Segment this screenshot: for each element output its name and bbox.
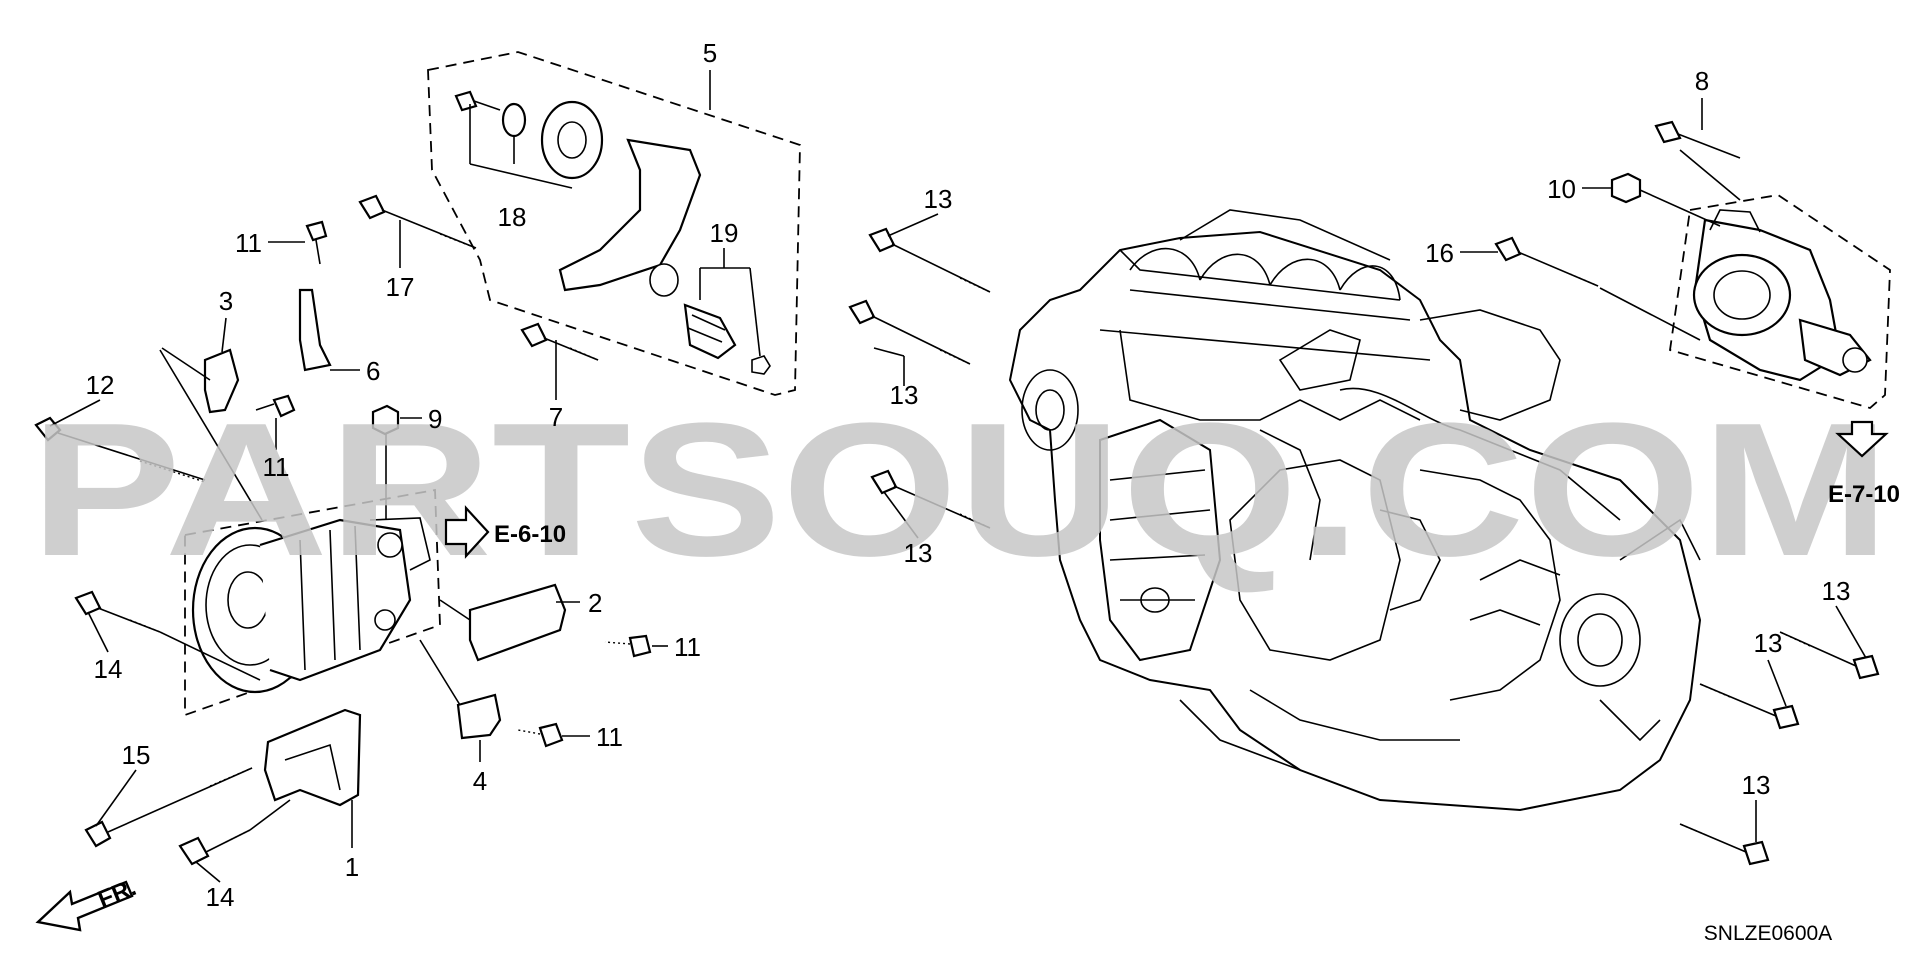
leader-lines [49, 70, 1867, 883]
callout-1[interactable]: 1 [345, 852, 359, 882]
bracket-4-illustration [456, 693, 502, 740]
front-direction-label: FR. [94, 874, 140, 914]
mount-bracket-1-illustration [263, 708, 362, 807]
bracket-3-illustration [203, 348, 240, 414]
callout-15[interactable]: 15 [122, 740, 151, 770]
bolt-16 [1494, 236, 1599, 287]
bolt-15 [84, 767, 253, 848]
callout-17[interactable]: 17 [386, 272, 415, 302]
callout-18[interactable]: 18 [498, 202, 527, 232]
bolt-13-e [1699, 683, 1800, 730]
alternator-group-boundary [184, 488, 441, 717]
callout-12[interactable]: 12 [86, 370, 115, 400]
callout-13-f[interactable]: 13 [1742, 770, 1771, 800]
tensioner-group-boundary [427, 51, 801, 396]
bolt-8 [1654, 120, 1741, 159]
bracket-2-illustration [468, 583, 567, 662]
nut-9-illustration [371, 404, 400, 436]
callout-13-b[interactable]: 13 [890, 380, 919, 410]
front-arrow-icon [35, 880, 134, 932]
bolt-13-a [868, 227, 991, 293]
callout-13-e[interactable]: 13 [1754, 628, 1783, 658]
bolt-18 [454, 90, 501, 112]
callout-16[interactable]: 16 [1425, 238, 1454, 268]
callout-4[interactable]: 4 [473, 766, 487, 796]
bolt-13-f [1679, 823, 1770, 866]
callout-11-left[interactable]: 11 [263, 452, 290, 482]
bolt-13-c [870, 469, 991, 529]
stay-6-illustration [298, 288, 332, 372]
bolt-11-lower [517, 722, 564, 748]
callout-2[interactable]: 2 [588, 588, 602, 618]
bolt-11-middle [604, 634, 652, 658]
bolt-11-upper [305, 220, 328, 265]
callout-5[interactable]: 5 [703, 38, 717, 68]
starter-illustration [1692, 209, 1872, 382]
callout-13-a[interactable]: 13 [924, 184, 953, 214]
bolt-11-left [255, 394, 296, 418]
callout-3[interactable]: 3 [219, 286, 233, 316]
callout-10[interactable]: 10 [1547, 174, 1576, 204]
watermark-text: PARTSOUQ.COM [30, 384, 1890, 596]
callout-6[interactable]: 6 [366, 356, 380, 386]
tensioner-illustration [501, 100, 771, 375]
callout-13-c[interactable]: 13 [904, 538, 933, 568]
bolt-13-d [1779, 631, 1880, 680]
ref-arrow-starter[interactable]: E-7-10 [1828, 420, 1900, 508]
nut-10-illustration [1610, 172, 1642, 204]
callout-19[interactable]: 19 [710, 218, 739, 248]
callout-11-lower[interactable]: 11 [596, 722, 623, 752]
right-arrow-icon [444, 505, 490, 559]
down-arrow-icon [1835, 420, 1889, 458]
engine-assembly-illustration [1008, 209, 1702, 812]
front-direction-indicator: FR. [35, 874, 140, 932]
bolt-14-lower [178, 829, 251, 866]
ref-link-e-7-10[interactable]: E-7-10 [1828, 481, 1900, 508]
callout-13-d[interactable]: 13 [1822, 576, 1851, 606]
bolt-14-upper [74, 590, 161, 633]
callout-11-top[interactable]: 11 [235, 228, 262, 258]
callout-8[interactable]: 8 [1695, 66, 1709, 96]
bolt-7 [520, 322, 599, 361]
ref-arrow-alternator[interactable]: E-6-10 [444, 505, 566, 559]
alternator-illustration [191, 517, 431, 694]
diagram-code: SNLZE0600A [1704, 922, 1832, 945]
callout-7[interactable]: 7 [549, 402, 563, 432]
bolt-17 [358, 194, 477, 249]
callout-9[interactable]: 9 [428, 404, 442, 434]
callout-14-lower[interactable]: 14 [206, 882, 235, 912]
starter-group-boundary [1668, 194, 1891, 410]
callout-11-middle[interactable]: 11 [674, 632, 701, 662]
callout-14-upper[interactable]: 14 [94, 654, 123, 684]
ref-link-e-6-10[interactable]: E-6-10 [494, 521, 566, 548]
bolt-13-b [848, 299, 971, 365]
callout-labels: 1 2 3 4 5 6 7 8 9 10 11 11 11 11 12 13 1… [86, 38, 1851, 912]
